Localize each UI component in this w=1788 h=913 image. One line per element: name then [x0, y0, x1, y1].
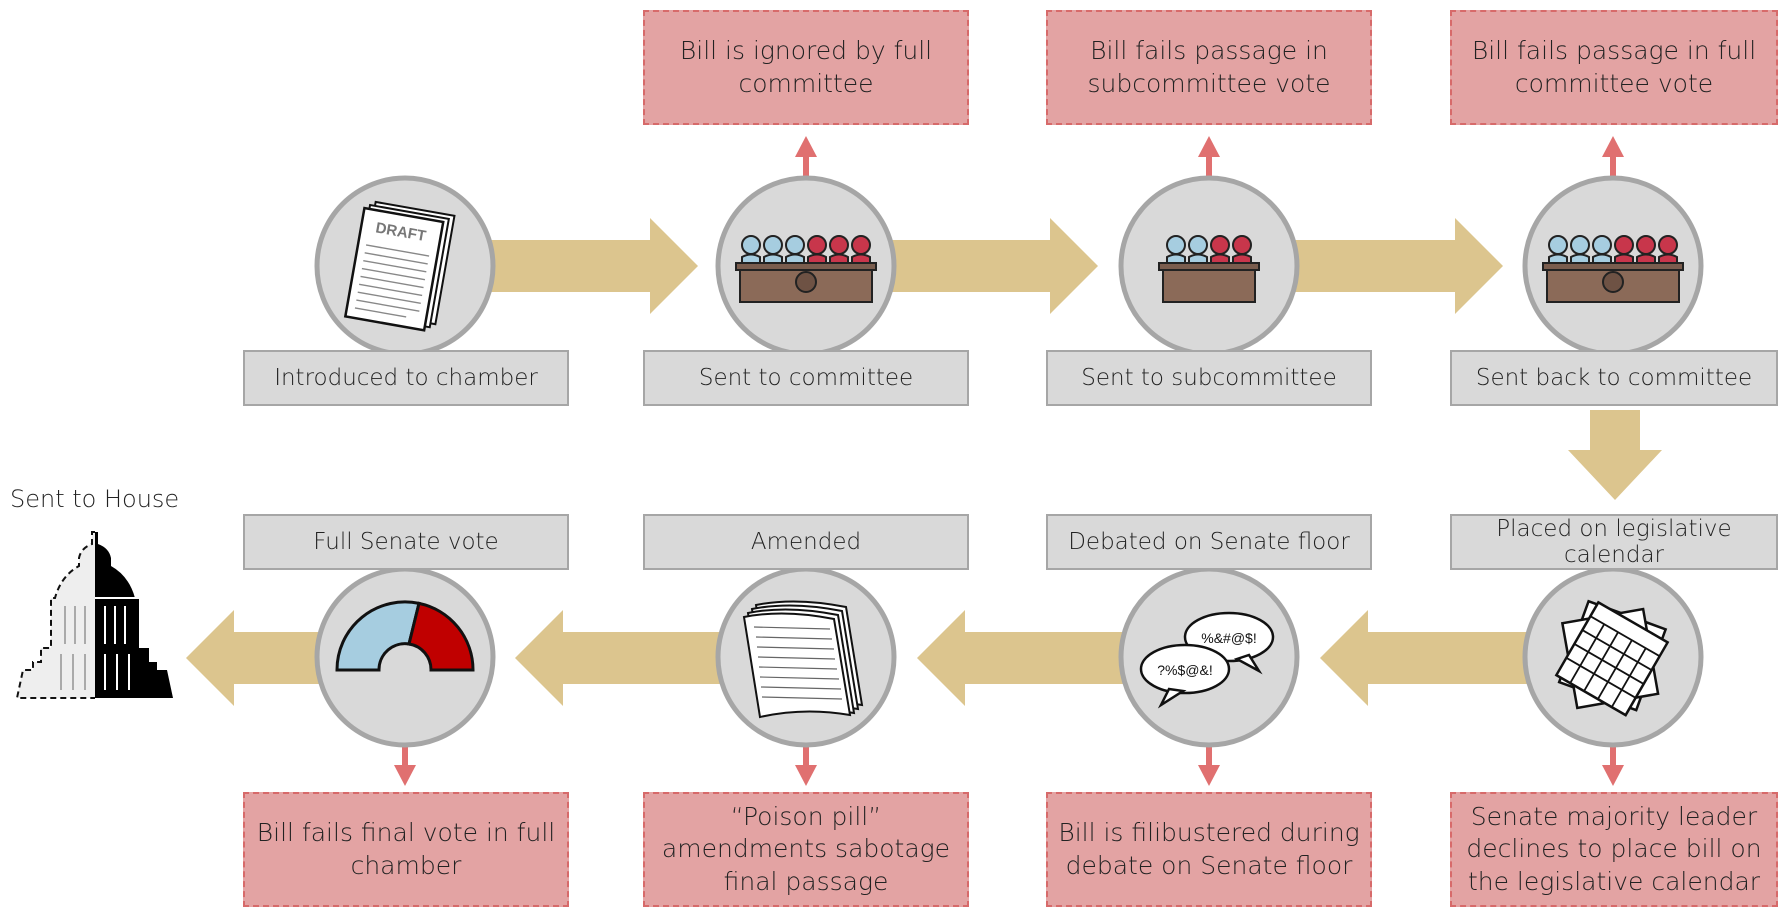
fail-arrow-vote	[394, 745, 416, 786]
step-label-committee: Sent to committee	[643, 350, 969, 406]
step-label-amended: Amended	[643, 514, 969, 570]
fail-box-subcommittee: Bill fails passage in subcommittee vote	[1046, 10, 1372, 125]
flow-arrow-down	[1568, 410, 1662, 500]
fail-box-senate-vote: Bill fails final vote in full chamber	[243, 792, 569, 907]
flow-arrow-2	[890, 218, 1098, 314]
fail-arrow-debate	[1198, 745, 1220, 786]
destination-label: Sent to House	[10, 485, 180, 513]
fail-arrow-committee	[795, 136, 817, 179]
fail-box-back-to-committee: Bill fails passage in full committee vot…	[1450, 10, 1778, 125]
flow-arrow-1	[490, 218, 698, 314]
vote-gauge-icon	[335, 600, 475, 672]
fail-arrows	[394, 136, 1624, 786]
step-label-subcommittee: Sent to subcommittee	[1046, 350, 1372, 406]
fail-arrow-amended	[795, 745, 817, 786]
fail-box-amended: “Poison pill” amendments sabotage final …	[643, 792, 969, 907]
capitol-dome-icon	[13, 528, 177, 706]
speech-bubble-2-text: ?%$@&!	[1157, 662, 1212, 678]
flow-arrow-6	[515, 610, 728, 706]
fail-box-committee: Bill is ignored by full committee	[643, 10, 969, 125]
speech-bubble-1-text: %&#@$!	[1201, 630, 1256, 646]
step-label-senate-vote: Full Senate vote	[243, 514, 569, 570]
draft-document-icon: DRAFT	[343, 200, 456, 332]
fail-box-debate: Bill is filibustered during debate on Se…	[1046, 792, 1372, 907]
fail-arrow-calendar	[1602, 745, 1624, 786]
subcommittee-icon	[1158, 235, 1260, 303]
flow-arrow-5	[917, 610, 1130, 706]
speech-bubbles-icon: %&#@$! ?%$@&!	[1139, 611, 1275, 709]
flow-arrow-3	[1292, 218, 1503, 314]
flow-arrow-7	[186, 610, 328, 706]
step-label-introduced: Introduced to chamber	[243, 350, 569, 406]
committee-icon	[1542, 235, 1684, 303]
calendar-icon	[1554, 599, 1670, 717]
committee-icon	[735, 235, 877, 303]
fail-arrow-subcommittee	[1198, 136, 1220, 179]
step-label-back-to-committee: Sent back to committee	[1450, 350, 1778, 406]
flow-arrows	[186, 218, 1662, 706]
fail-arrow-back-committee	[1602, 136, 1624, 179]
step-label-debate: Debated on Senate floor	[1046, 514, 1372, 570]
step-label-calendar: Placed on legislative calendar	[1450, 514, 1778, 570]
flow-arrow-4	[1320, 610, 1535, 706]
stacked-pages-icon	[742, 600, 864, 719]
fail-box-calendar: Senate majority leader declines to place…	[1450, 792, 1778, 907]
